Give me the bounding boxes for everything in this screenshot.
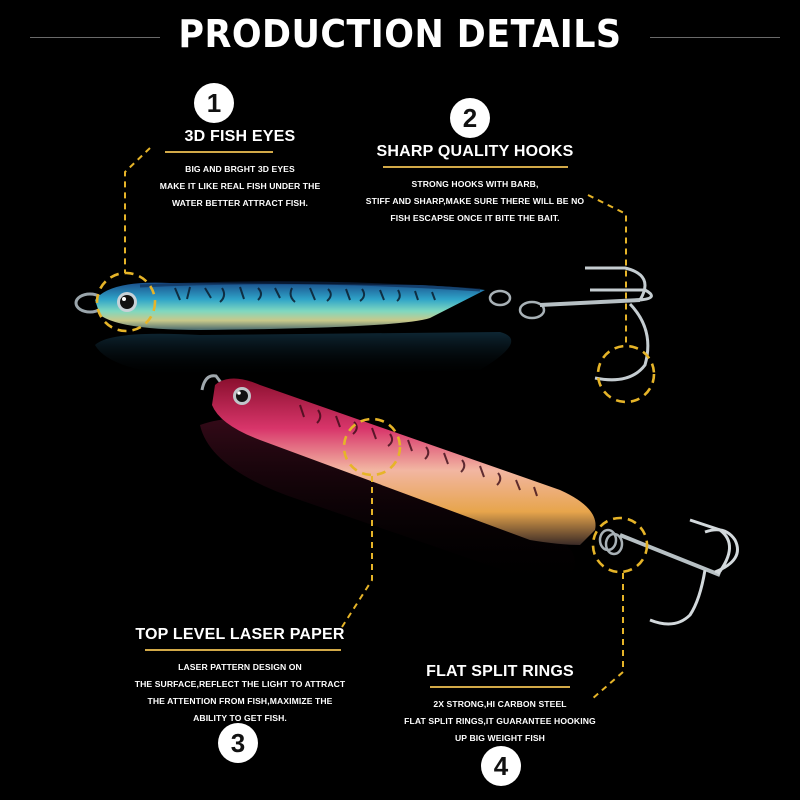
page-title: PRODUCTION DETAILS [178, 12, 622, 56]
hook-highlight-circle [596, 344, 656, 404]
pink-jig-lure [200, 374, 739, 626]
callout-laser-paper: TOP LEVEL LASER PAPER LASER PATTERN DESI… [125, 626, 355, 727]
pink-lure-reflection [200, 418, 575, 590]
callout-title: FLAT SPLIT RINGS [426, 663, 574, 680]
callout-title: SHARP QUALITY HOOKS [376, 143, 574, 160]
callout-line: FLAT SPLIT RINGS,IT GUARANTEE HOOKING [404, 716, 596, 726]
title-underline [430, 686, 570, 688]
callout-line: THE ATTENTION FROM FISH,MAXIMIZE THE [147, 696, 333, 706]
callout-split-rings: FLAT SPLIT RINGS 2X STRONG,HI CARBON STE… [395, 663, 605, 747]
step-badge-4: 4 [481, 746, 521, 786]
title-row: PRODUCTION DETAILS [0, 12, 800, 62]
callout-sharp-hooks: SHARP QUALITY HOOKS STRONG HOOKS WITH BA… [350, 143, 600, 227]
title-divider-right [650, 37, 780, 38]
step-badge-3: 3 [218, 723, 258, 763]
callout-line: UP BIG WEIGHT FISH [455, 733, 545, 743]
blue-jig-lure [74, 266, 653, 382]
callout-line: THE SURFACE,REFLECT THE LIGHT TO ATTRACT [134, 679, 346, 689]
callout-line: BIG AND BRGHT 3D EYES [185, 164, 295, 174]
callout-line: FISH ESCAPSE ONCE IT BITE THE BAIT. [390, 213, 560, 223]
title-divider-left [30, 37, 160, 38]
callout-title: TOP LEVEL LASER PAPER [135, 626, 345, 643]
callout-line: MAKE IT LIKE REAL FISH UNDER THE [159, 181, 321, 191]
callout-title: 3D FISH EYES [184, 128, 296, 145]
callout-fish-eyes: 3D FISH EYES BIG AND BRGHT 3D EYES MAKE … [140, 128, 340, 212]
callout-line: STRONG HOOKS WITH BARB, [411, 179, 539, 189]
callout-line: LASER PATTERN DESIGN ON [178, 662, 302, 672]
callout-guides [95, 147, 656, 700]
callout-line: ABILITY TO GET FISH. [193, 713, 287, 723]
callout-line: WATER BETTER ATTRACT FISH. [171, 198, 309, 208]
step-badge-1: 1 [194, 83, 234, 123]
title-underline [165, 151, 273, 153]
callout-line: 2X STRONG,HI CARBON STEEL [433, 699, 567, 709]
title-underline [382, 166, 568, 168]
callout-line: STIFF AND SHARP,MAKE SURE THERE WILL BE … [365, 196, 585, 206]
laser-paper-highlight-circle [342, 417, 402, 477]
step-badge-2: 2 [450, 98, 490, 138]
blue-lure-reflection [95, 332, 512, 378]
split-ring-highlight-circle [591, 516, 649, 574]
title-underline [145, 649, 341, 651]
